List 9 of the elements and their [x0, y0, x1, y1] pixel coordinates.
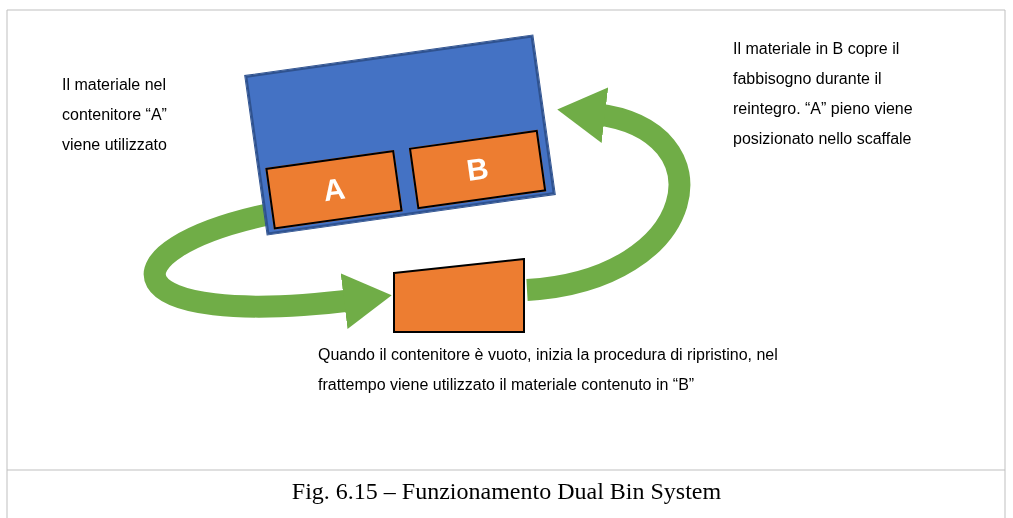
figure-caption: Fig. 6.15 – Funzionamento Dual Bin System: [290, 478, 723, 505]
bin: A: [265, 150, 403, 230]
curved-arrow: [525, 88, 691, 301]
note-text: Il materiale nel contenitore “A” viene utilizzato: [62, 75, 168, 155]
note-text: Il materiale in B copre il fabbisogno durante il reintegro. “A” pieno viene posizionato nello scaffale: [733, 39, 914, 149]
empty-bin: [393, 258, 525, 333]
curved-arrow: [144, 203, 392, 329]
bin: B: [408, 129, 547, 210]
note-text: Quando il contenitore è vuoto, inizia la procedura di ripristino, nel frattempo viene utilizzato il materiale contenuto in “B”: [318, 345, 778, 395]
